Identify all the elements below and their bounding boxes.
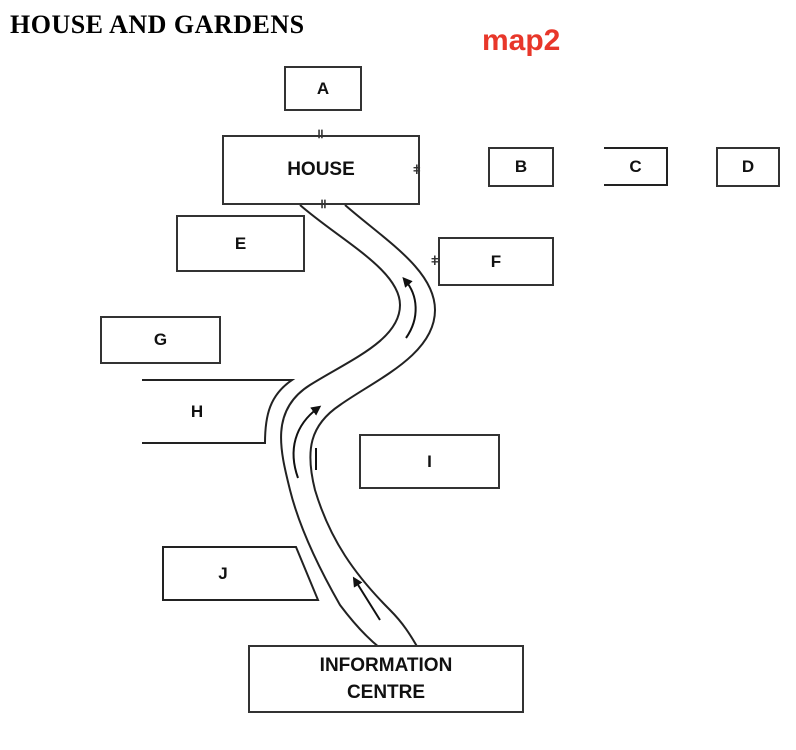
place-j-label: J (218, 563, 228, 583)
place-a-label: A (316, 78, 330, 98)
c-enclosure-outline (604, 147, 668, 186)
place-d: D (716, 147, 780, 187)
direction-arrow-middle-left (292, 405, 322, 479)
place-c-label: C (629, 156, 642, 176)
place-j: J (163, 547, 283, 600)
place-h-label: H (190, 401, 204, 421)
place-h: H (142, 380, 252, 443)
place-information-centre: INFORMATION CENTRE (248, 645, 524, 713)
direction-arrow-upper (402, 276, 417, 339)
information-centre-line1: INFORMATION (319, 655, 453, 676)
path-left-edge (280, 204, 402, 649)
place-g: G (100, 316, 221, 364)
place-e: E (176, 215, 305, 272)
place-f: F (438, 237, 554, 286)
place-i-label: I (427, 451, 432, 471)
f-door-left: ǂ (431, 253, 439, 268)
place-b: B (488, 147, 554, 187)
place-b-label: B (514, 157, 528, 176)
place-g-label: G (153, 330, 168, 349)
path-right-edge (309, 204, 437, 649)
place-a: A (284, 66, 362, 111)
direction-arrow-bottom (352, 576, 381, 621)
j-enclosure-outline (162, 546, 320, 601)
place-i: I (359, 434, 500, 489)
information-centre-line2: CENTRE (346, 682, 426, 703)
h-enclosure-outline (142, 379, 296, 444)
place-house-label: HOUSE (287, 159, 355, 180)
place-f-label: F (490, 251, 502, 271)
house-door-right: ǂ (413, 162, 421, 177)
house-door-bottom: ॥ (319, 196, 327, 211)
map-label: map2 (482, 24, 561, 57)
place-d-label: D (741, 157, 755, 176)
page-title: HOUSE AND GARDENS (10, 10, 305, 39)
place-e-label: E (234, 233, 247, 253)
house-door-top: ॥ (316, 126, 324, 141)
place-house: HOUSE (222, 135, 420, 205)
place-c: C (604, 148, 667, 185)
